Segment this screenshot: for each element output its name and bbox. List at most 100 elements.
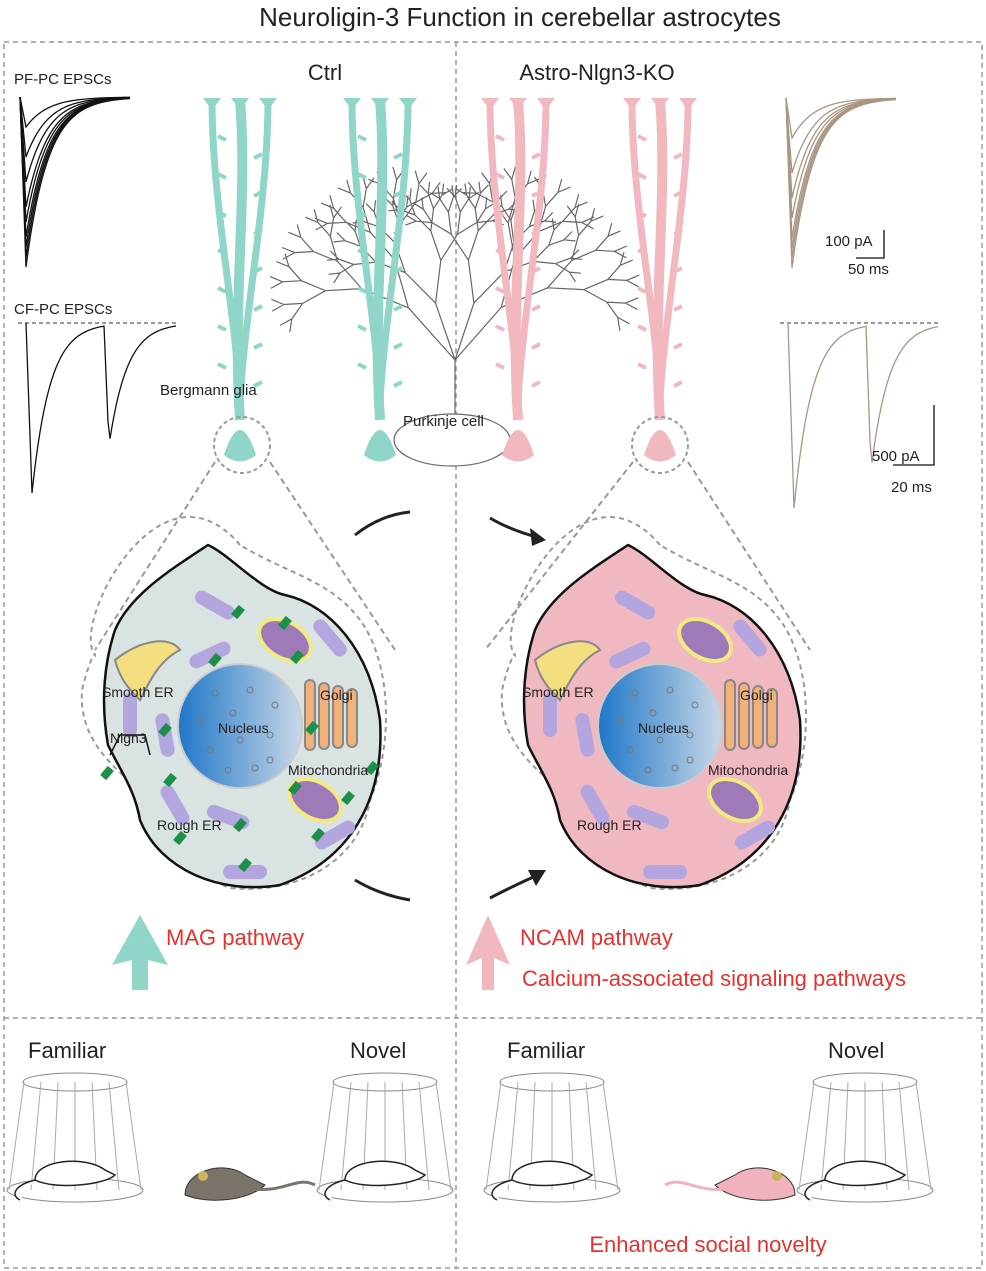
nucleolus-dot (266, 731, 274, 739)
glia-spine (637, 248, 683, 274)
arrowhead-icon (530, 528, 546, 546)
glia-process (628, 99, 664, 401)
cerebellar-tissue (94, 98, 811, 651)
rough-er (609, 641, 651, 669)
cage-bar (585, 1081, 597, 1191)
pf-scale-bar (856, 230, 885, 259)
cage-bar (125, 1081, 142, 1191)
golgi-cisterna (304, 679, 316, 751)
bergmann-glia-ko-2 (623, 98, 697, 462)
nucleolus-dot (649, 709, 657, 717)
nlgn3-marker (208, 652, 222, 668)
nlgn3-marker (290, 649, 304, 665)
cage-novel-ko (796, 1072, 934, 1203)
nlgn3-marker (278, 615, 292, 631)
nlgn3-marker (100, 765, 114, 781)
glia-endfoot (259, 98, 277, 110)
cage-bar (602, 1081, 619, 1191)
mouse-tail (664, 1180, 736, 1191)
mouse-body (184, 1167, 266, 1201)
glia-process (376, 99, 412, 401)
glia-spine (357, 210, 403, 236)
rough-er (160, 785, 190, 825)
nucleolus-dot (626, 746, 634, 754)
glia-spine (217, 172, 263, 198)
glia-spine (357, 248, 403, 274)
cf-label: CF-PC EPSCs (14, 301, 112, 318)
golgi-cisterna (332, 685, 344, 749)
nlgn3-marker (341, 790, 355, 806)
label-nucleus: Nucleus (638, 720, 689, 736)
mouse-ear (772, 1171, 782, 1181)
cage-familiar-ko (483, 1072, 621, 1203)
up-arrow-icon-ctrl (112, 915, 168, 990)
rough-er (313, 619, 347, 657)
pf-scale-y: 100 pA (825, 233, 873, 250)
cage-bar (318, 1081, 335, 1191)
nucleolus-dot (271, 701, 279, 709)
rough-er (195, 590, 235, 620)
glia-endfoot (651, 98, 669, 110)
label-mitochondria: Mitochondria (288, 762, 368, 778)
glia-process (486, 99, 522, 401)
cf-trace-ko (780, 322, 940, 509)
mouse-ctrl (184, 1167, 316, 1201)
caged-mouse (804, 1160, 907, 1201)
glia-soma (364, 430, 396, 462)
panel-border (3, 41, 983, 1269)
nlgn3-marker (311, 827, 325, 843)
nlgn3-marker (163, 772, 177, 788)
label-golgi: Golgi (740, 687, 773, 703)
glia-spine (217, 248, 263, 274)
nlgn3-marker (231, 604, 245, 620)
smooth-er (533, 640, 602, 702)
glia-spine (217, 286, 263, 312)
nucleolus-dot (656, 736, 664, 744)
mitochondrion (707, 777, 763, 823)
nucleolus-dot (691, 701, 699, 709)
pf-scale-x: 50 ms (848, 261, 889, 278)
nucleolus-dot (616, 716, 624, 724)
glia-spine (495, 324, 541, 350)
glia-spine (357, 134, 403, 160)
cage-novel-ctrl (316, 1072, 454, 1203)
nlgn3-marker (365, 760, 379, 776)
arrowhead-icon (528, 870, 546, 886)
rough-er (615, 590, 655, 620)
label-nlgn3: Nlgn3 (110, 730, 147, 746)
golgi-cisterna (724, 679, 736, 751)
novel-label-ko: Novel (828, 1038, 884, 1063)
ncam-pathway: NCAM pathway (520, 925, 673, 950)
nucleolus-dot (229, 709, 237, 717)
nlgn3-marker (288, 780, 302, 796)
caged-mouse (324, 1160, 427, 1201)
caged-mouse (14, 1160, 117, 1201)
glia-spine (637, 210, 683, 236)
cage-bar (898, 1081, 910, 1191)
pf-trace (785, 97, 897, 269)
glia-spine (495, 286, 541, 312)
label-rough-er: Rough ER (577, 817, 642, 833)
glia-endfoot (231, 98, 249, 110)
epsc-traces (18, 96, 940, 509)
nucleolus-dot (266, 756, 274, 764)
glia-spine (357, 172, 403, 198)
glia-spine (217, 362, 263, 388)
cf-scale-y: 500 pA (872, 448, 920, 465)
familiar-label-ctrl: Familiar (28, 1038, 106, 1063)
cage-bar (798, 1081, 815, 1191)
golgi-cisterna (766, 688, 778, 748)
pf-trace (19, 96, 131, 248)
up-arrow-icon-ko (466, 915, 510, 990)
cage-bar (485, 1081, 502, 1191)
zoom-guide-line (687, 461, 811, 651)
nucleolus-dot (236, 736, 244, 744)
purkinje-cell-label: Purkinje cell (403, 413, 484, 430)
glia-spine (495, 210, 541, 236)
rough-er (580, 785, 610, 825)
cf-scale-x: 20 ms (891, 479, 932, 496)
glia-spine (495, 134, 541, 160)
glia-soma (502, 430, 534, 462)
nucleolus-dot (211, 689, 219, 697)
label-mitochondria: Mitochondria (708, 762, 788, 778)
